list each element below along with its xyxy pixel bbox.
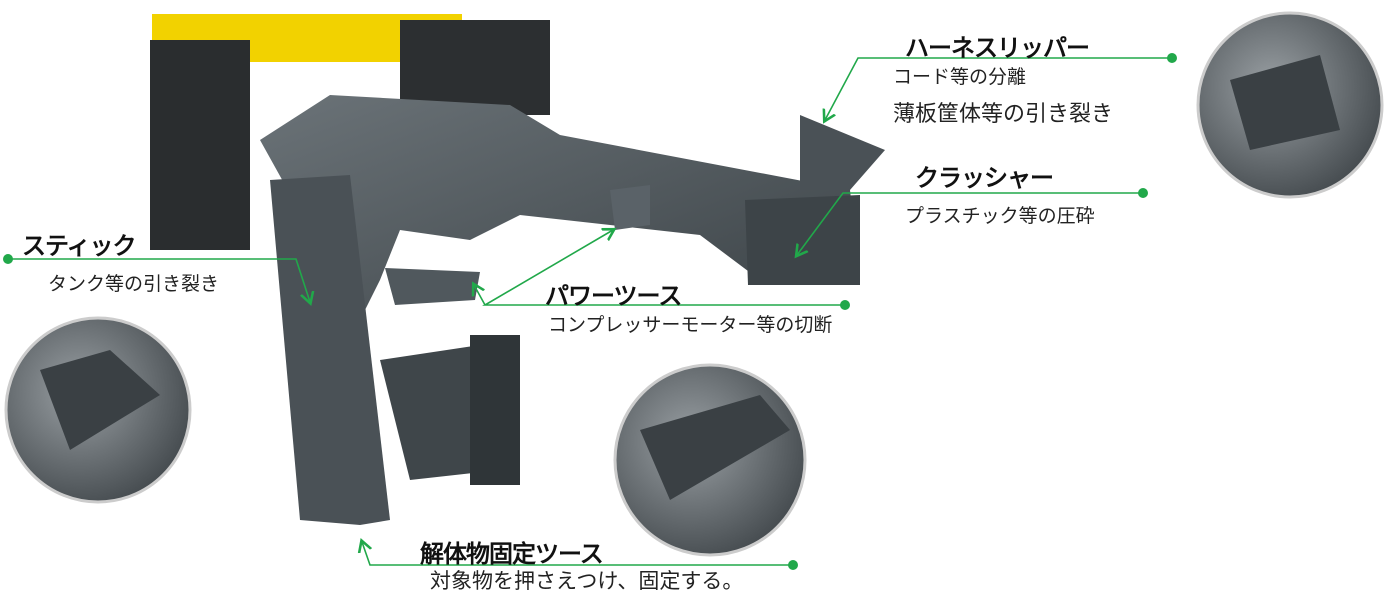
crusher-desc: プラスチック等の圧砕 xyxy=(905,205,1095,227)
stick-title: スティック xyxy=(22,232,137,260)
power-tooth-desc: コンプレッサーモーター等の切断 xyxy=(548,314,833,336)
leader-lines xyxy=(8,57,1172,566)
excavator-body xyxy=(150,14,885,525)
harness-ripper-title: ハーネスリッパー xyxy=(905,34,1090,62)
crusher-title: クラッシャー xyxy=(915,164,1054,192)
detail-photo-harness-ripper xyxy=(1196,11,1384,199)
harness-ripper-desc-2: 薄板筐体等の引き裂き xyxy=(893,102,1114,127)
detail-photo-fixing-tooth xyxy=(613,363,807,557)
detail-photo-stick xyxy=(4,316,192,504)
fixing-tooth-title: 解体物固定ツース xyxy=(420,540,604,568)
fixing-tooth-desc: 対象物を押さえつけ、固定する。 xyxy=(430,569,744,593)
power-tooth-title: パワーツース xyxy=(545,282,682,310)
harness-ripper-desc-1: コード等の分離 xyxy=(893,66,1027,88)
leader-dots xyxy=(3,53,1177,570)
stick-desc: タンク等の引き裂き xyxy=(48,273,220,295)
